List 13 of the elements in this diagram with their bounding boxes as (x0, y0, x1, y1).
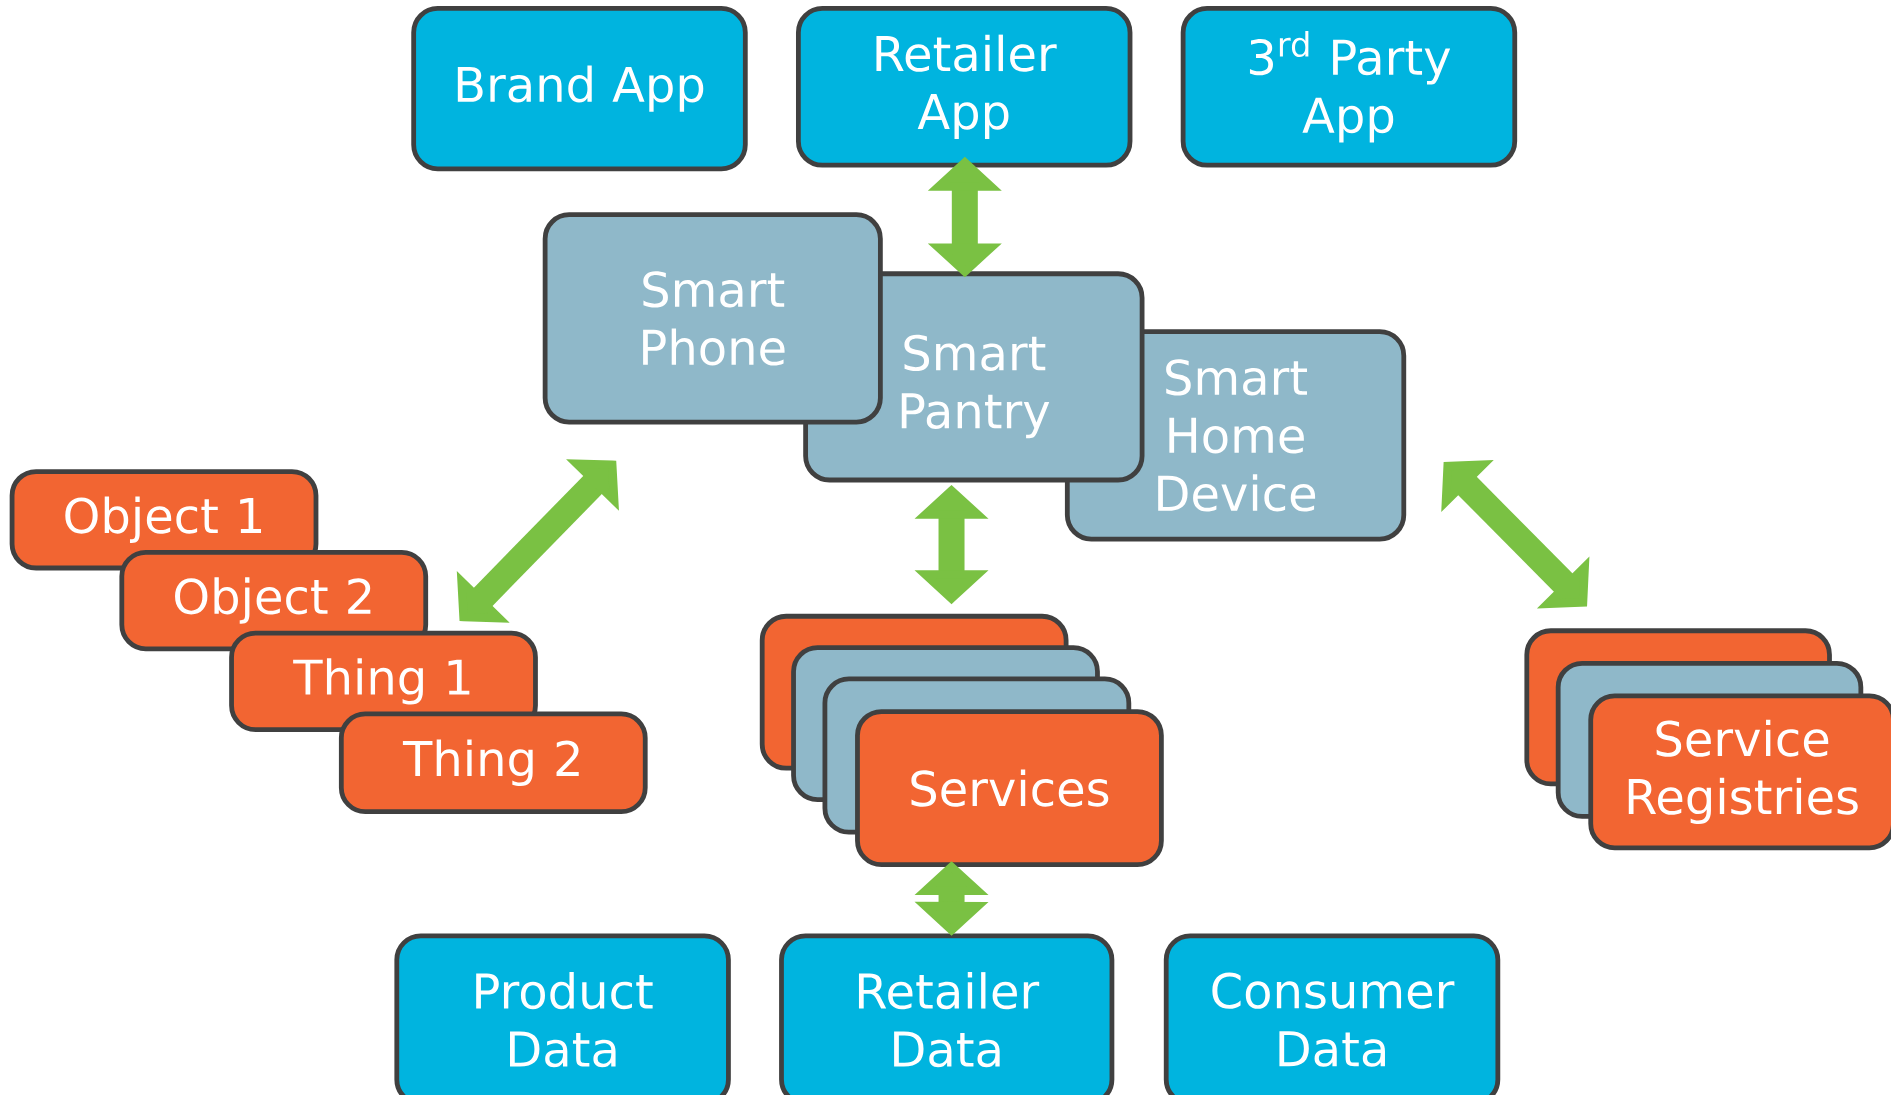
app-box: Retailer App (796, 6, 1133, 168)
app-box: Retailer Data (779, 933, 1115, 1095)
app-box: Consumer Data (1163, 933, 1501, 1095)
service-box: Thing 2 (338, 711, 648, 815)
app-box: Product Data (394, 933, 731, 1095)
device-box: Smart Phone (542, 212, 883, 425)
service-box: Service Registries (1588, 693, 1891, 851)
arrow (1441, 460, 1590, 609)
service-box: Object 2 (119, 549, 429, 652)
service-box: Thing 1 (229, 630, 538, 732)
app-box: 3$^{rd}$ Party App (1180, 6, 1518, 168)
app-box: Brand App (411, 6, 748, 172)
service-box: Services (855, 709, 1164, 868)
